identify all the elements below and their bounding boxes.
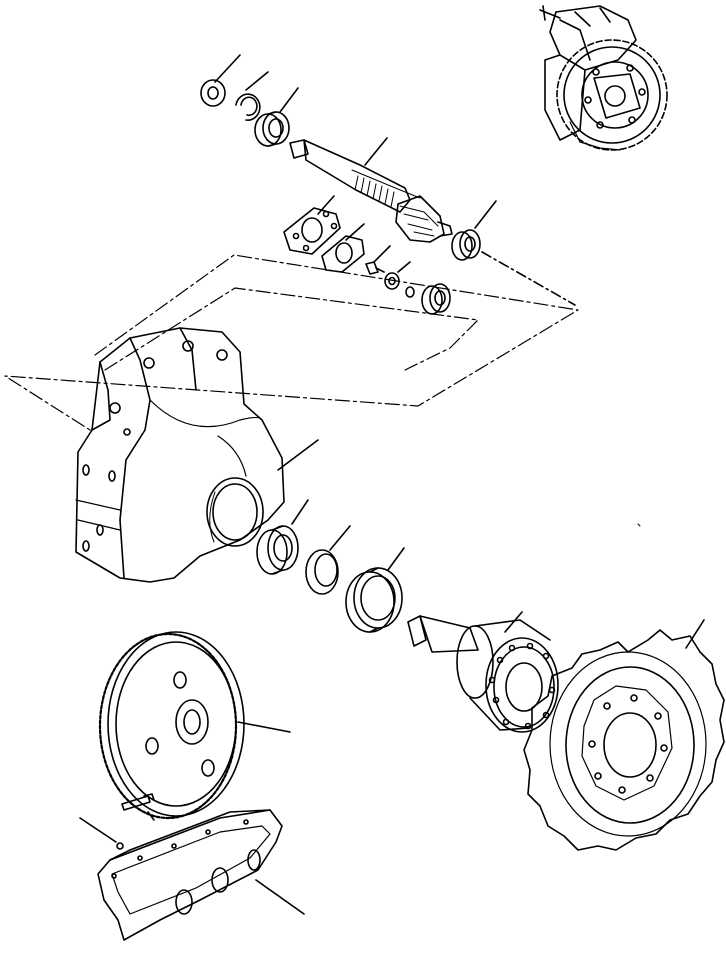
bearing-outer: [452, 201, 575, 305]
alignment-frames: [5, 255, 578, 430]
shim-set: [366, 246, 450, 314]
edge-marks: [638, 524, 640, 526]
seal-ring: [306, 526, 350, 594]
pinion-shaft: [290, 138, 452, 242]
bolt: [122, 794, 154, 820]
gasket: [322, 224, 364, 272]
sprocket-hub: [408, 612, 558, 732]
bearing-large: [257, 500, 308, 574]
bull-gear: [100, 632, 290, 818]
final-drive-assembly-inset: [540, 6, 667, 150]
bearing-retainer-plate: [284, 196, 340, 254]
cover-pan: [98, 810, 304, 940]
seal-assembly: [346, 548, 404, 632]
bearing: [255, 88, 298, 146]
sprocket: [524, 620, 724, 850]
plug: [80, 818, 123, 849]
washer: [201, 55, 240, 106]
snap-ring: [236, 72, 268, 120]
final-drive-case: [76, 328, 318, 582]
